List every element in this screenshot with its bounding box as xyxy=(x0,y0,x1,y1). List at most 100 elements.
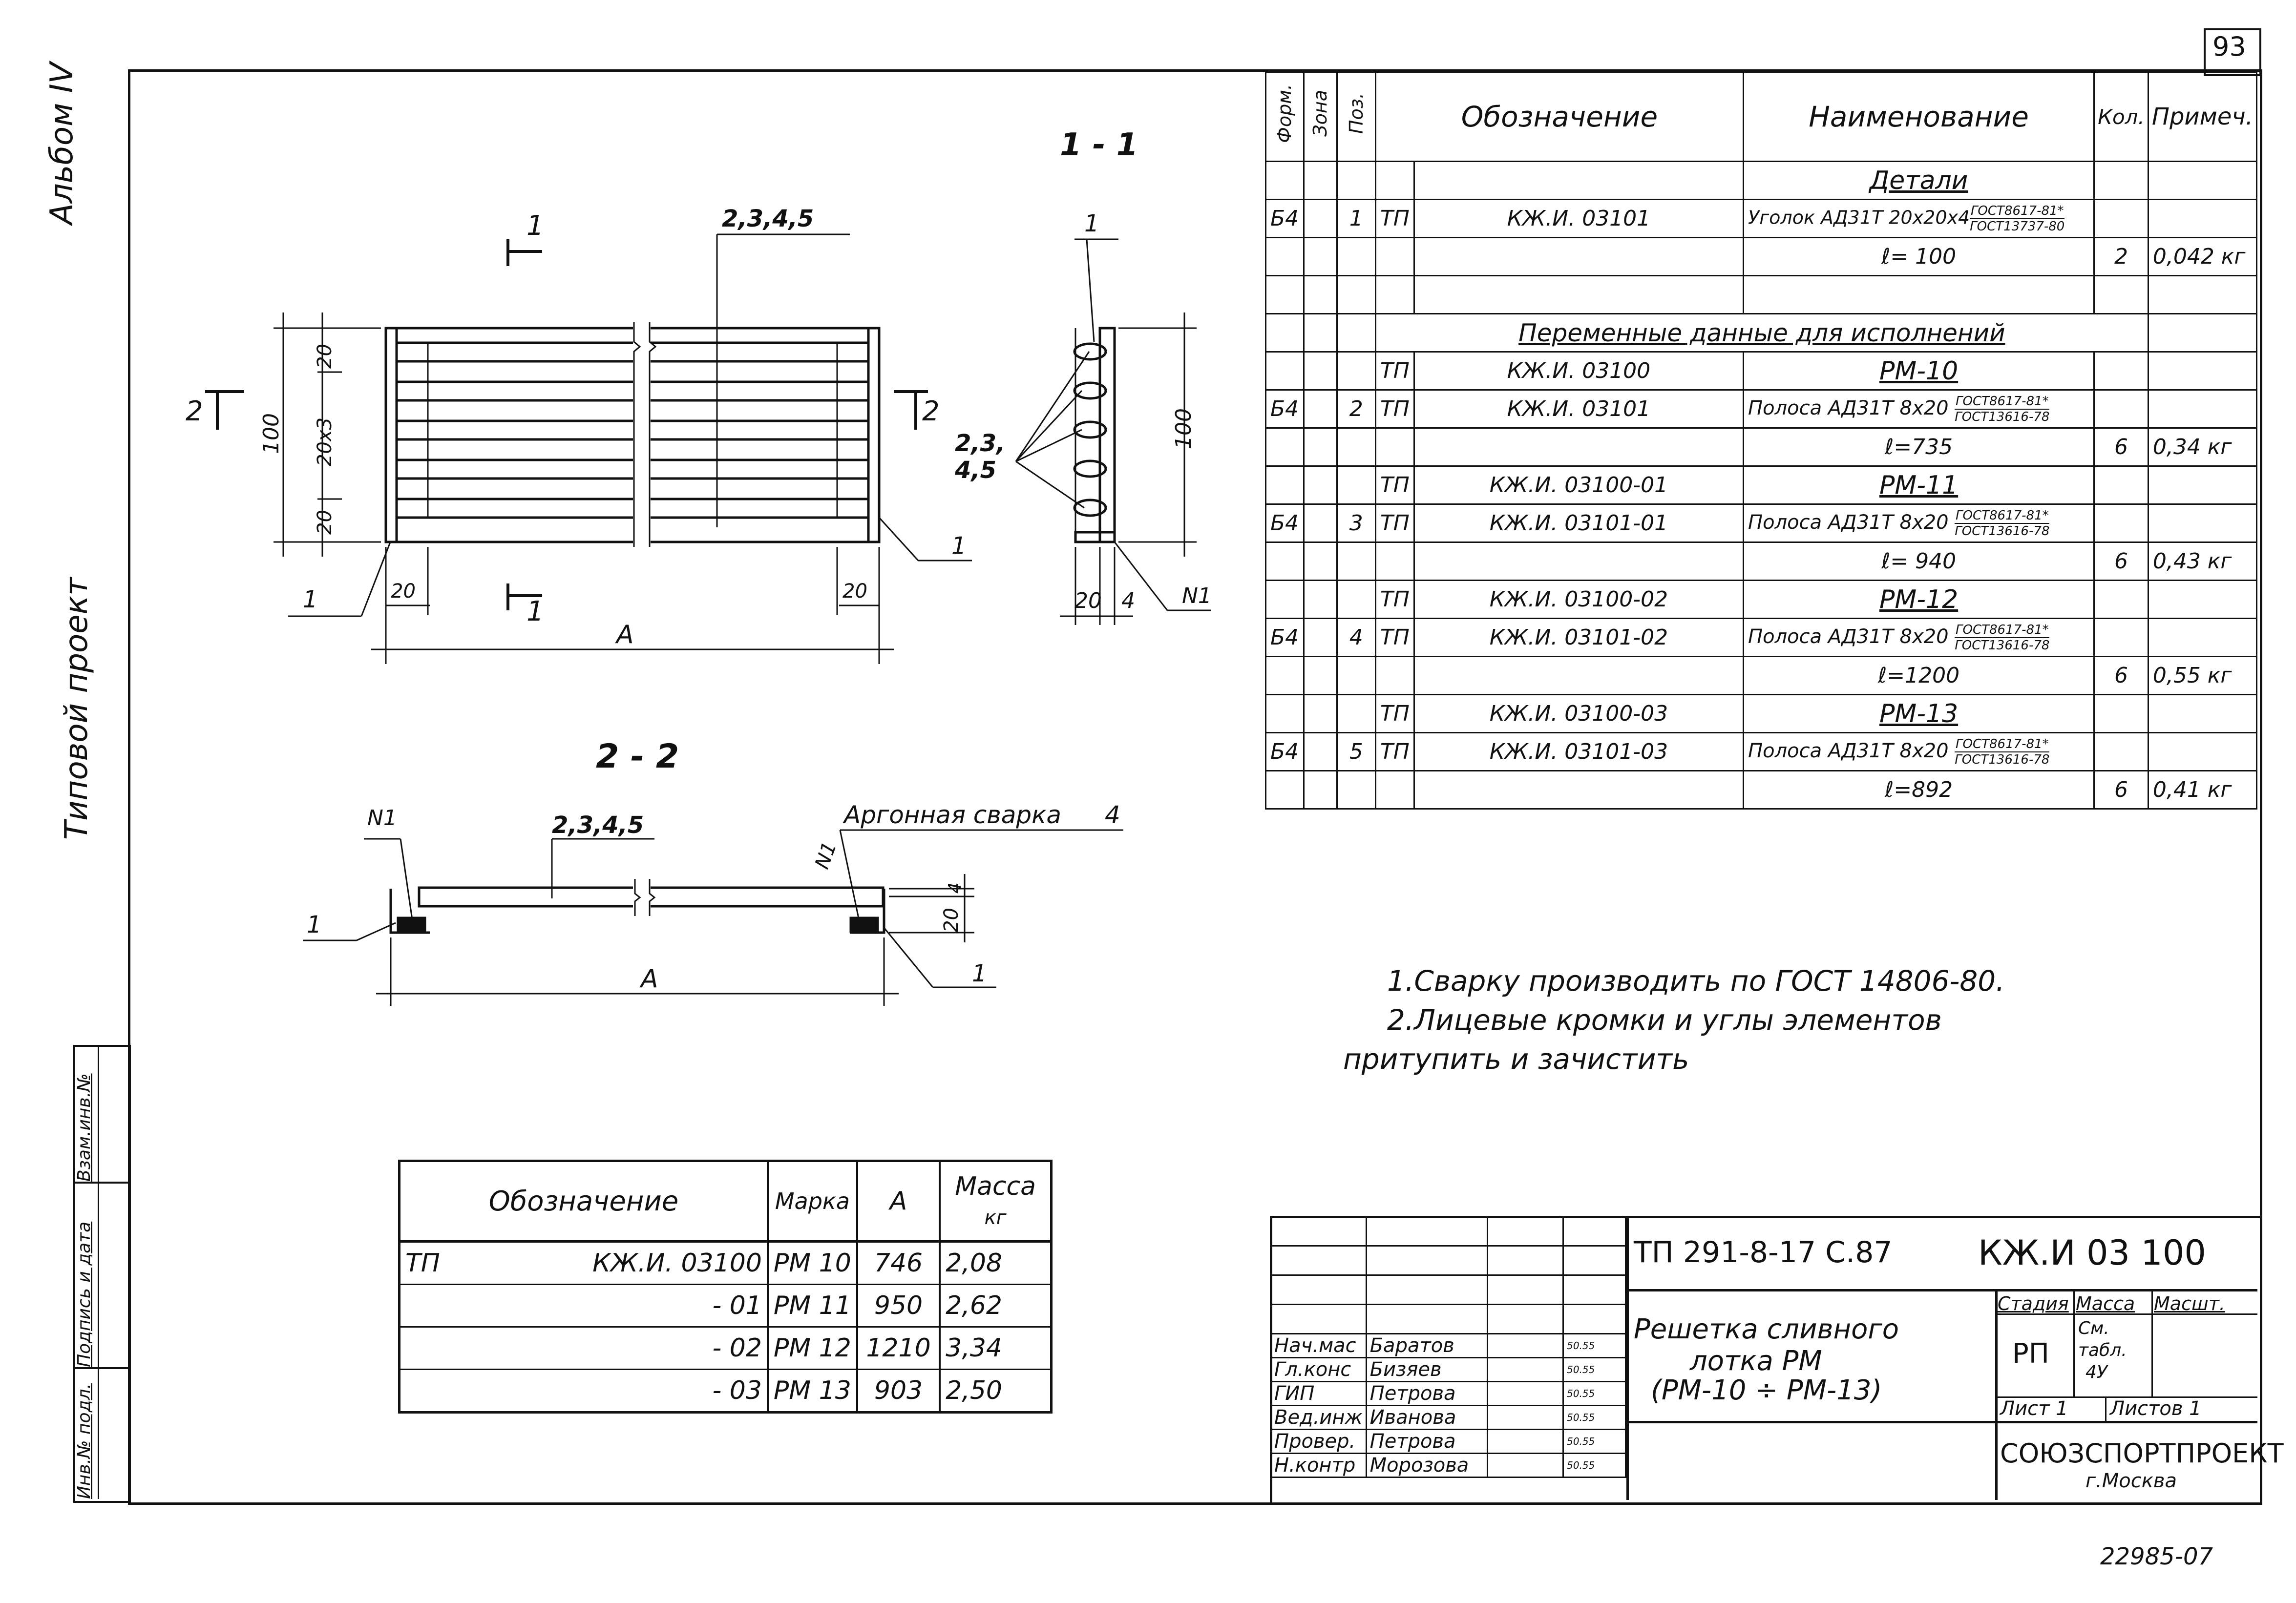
section-2-2-weld-left: N1 xyxy=(367,806,397,831)
plan-dim-100: 100 xyxy=(259,413,284,454)
spec-header-row: Форм. Зона Поз. Обозначение Наименование… xyxy=(1265,71,2258,162)
section-1-1-dim-20: 20 xyxy=(1074,588,1102,613)
plan-dim-20-bottom: 20 xyxy=(314,510,336,535)
plan-dim-20-top: 20 xyxy=(314,344,336,369)
spec-variant-rm10-header: ТП КЖ.И. 03100 РМ-10 xyxy=(1265,351,2258,391)
section-2-2-callout-group: 2,3,4,5 xyxy=(552,812,644,839)
section-1-1-callout-1: 1 xyxy=(1084,210,1099,237)
variant-header-designation: Обозначение xyxy=(399,1161,768,1243)
spec-variant-rm11-length: ℓ= 940 6 0,43 кг xyxy=(1265,541,2258,581)
spec-section-variants: Переменные данные для исполнений xyxy=(1265,313,2258,353)
title-stage-label: Стадия xyxy=(1998,1293,2069,1314)
variant-header-mark: Марка xyxy=(766,1161,857,1243)
spec-variant-rm13-part: Б4 5 ТП КЖ.И. 03101-03 Полоса АД31Т 8х20… xyxy=(1265,732,2258,771)
spec-header-pos: Поз. xyxy=(1336,71,1376,162)
archive-number: 22985-07 xyxy=(2100,1543,2213,1570)
title-name-line2: лотка РМ xyxy=(1690,1345,1822,1377)
stamp-strip xyxy=(73,1045,131,1503)
section-1-1-title: 1 - 1 xyxy=(1060,127,1138,163)
section-2-2-callout-1-left: 1 xyxy=(307,911,322,938)
variant-row-3: - 03 РМ 13 903 2,50 xyxy=(399,1369,1052,1413)
spec-row-1-length: ℓ= 100 2 0,042 кг xyxy=(1265,237,2258,276)
plan-view xyxy=(384,233,881,548)
section-2-2-weld-note: Аргонная сварка xyxy=(844,801,1061,829)
spec-empty-row xyxy=(1265,275,2258,314)
spec-variant-rm10-length: ℓ=735 6 0,34 кг xyxy=(1265,427,2258,467)
section-1-1-weld-mark: N1 xyxy=(1182,583,1212,608)
title-name-line1: Решетка сливного xyxy=(1634,1313,1899,1345)
plan-dim-20-left: 20 xyxy=(391,580,416,603)
plan-cut-mark-2-right: 2 xyxy=(922,396,940,427)
spec-variant-rm13-length: ℓ=892 6 0,41 кг xyxy=(1265,770,2258,810)
spec-variant-rm12-header: ТП КЖ.И. 03100-02 РМ-12 xyxy=(1265,580,2258,619)
note-3: притупить и зачистить xyxy=(1343,1042,1689,1076)
spec-variant-rm13-header: ТП КЖ.И. 03100-03 РМ-13 xyxy=(1265,694,2258,733)
title-mass-value-2: табл. xyxy=(2078,1340,2127,1360)
title-sheets-label: Листов 1 xyxy=(2110,1397,2202,1420)
plan-cut-mark-2-left: 2 xyxy=(186,396,203,427)
note-2: 2.Лицевые кромки и углы элементов xyxy=(1387,1003,1942,1037)
spec-variant-rm11-header: ТП КЖ.И. 03100-01 РМ-11 xyxy=(1265,465,2258,505)
drawing-frame xyxy=(128,69,2262,1505)
spec-variant-rm10-part: Б4 2 ТП КЖ.И. 03101 Полоса АД31Т 8х20 ГО… xyxy=(1265,389,2258,429)
title-city: г.Москва xyxy=(2085,1470,2177,1492)
section-2-2-dim-20: 20 xyxy=(940,908,963,933)
variant-header-a: А xyxy=(856,1161,940,1243)
title-organization: СОЮЗСПОРТПРОЕКТ xyxy=(2000,1438,2284,1469)
spec-header-name: Наименование xyxy=(1743,71,2095,162)
title-mass-value-1: См. xyxy=(2078,1318,2109,1338)
plan-dim-20-right: 20 xyxy=(843,580,867,603)
title-project-code: ТП 291-8-17 С.87 xyxy=(1634,1235,1893,1270)
spec-row-1: Б4 1 ТП КЖ.И. 03101 Уголок АД31Т 20х20х4… xyxy=(1265,199,2258,238)
title-name-line3: (РМ-10 ÷ РМ-13) xyxy=(1651,1374,1882,1406)
plan-cut-mark-1-top: 1 xyxy=(527,210,544,242)
sheet-number: 93 xyxy=(2212,31,2246,62)
variant-row-1: - 01 РМ 11 950 2,62 xyxy=(399,1284,1052,1328)
section-2-2-callout-1-right: 1 xyxy=(972,960,987,987)
spec-header-note: Примеч. xyxy=(2147,71,2258,162)
section-2-2-dim-A: A xyxy=(641,964,658,994)
spec-variant-rm12-length: ℓ=1200 6 0,55 кг xyxy=(1265,656,2258,695)
title-document-code: КЖ.И 03 100 xyxy=(1978,1233,2206,1273)
title-stage-value: РП xyxy=(2012,1338,2049,1370)
spec-header-zone: Зона xyxy=(1303,71,1338,162)
plan-callout-1-left: 1 xyxy=(303,586,318,613)
plan-callout-group: 2,3,4,5 xyxy=(722,205,814,232)
spec-header-designation: Обозначение xyxy=(1374,71,1745,162)
title-scale-label: Масшт. xyxy=(2154,1293,2225,1314)
spec-variant-rm11-part: Б4 3 ТП КЖ.И. 03101-01 Полоса АД31Т 8х20… xyxy=(1265,503,2258,543)
section-1-1-dim-100: 100 xyxy=(1171,408,1196,449)
title-mass-label: Масса xyxy=(2076,1293,2135,1314)
title-mass-value-3: 4У xyxy=(2085,1362,2107,1382)
title-sheet-label: Лист 1 xyxy=(2000,1397,2068,1420)
section-1-1-callout-group-2: 4,5 xyxy=(955,457,997,484)
section-1-1-dim-4: 4 xyxy=(1121,588,1135,613)
note-1: 1.Сварку производить по ГОСТ 14806-80. xyxy=(1387,964,2005,998)
spec-header-qty: Кол. xyxy=(2093,71,2149,162)
specification-table: Форм. Зона Поз. Обозначение Наименование… xyxy=(1265,71,2258,810)
section-2-2-dim-4: 4 xyxy=(945,882,965,894)
spec-header-format: Форм. xyxy=(1265,71,1305,162)
section-2-2-title: 2 - 2 xyxy=(596,737,679,776)
spec-section-details: Детали xyxy=(1265,161,2258,200)
plan-dim-A: A xyxy=(616,620,634,649)
plan-callout-1-right: 1 xyxy=(951,532,967,560)
section-2-2-weld-size: 4 xyxy=(1105,801,1120,829)
plan-dim-20x3: 20x3 xyxy=(314,417,336,466)
variant-row-2: - 02 РМ 12 1210 3,34 xyxy=(399,1327,1052,1370)
plan-cut-mark-1-bottom: 1 xyxy=(527,596,544,627)
section-1-1-callout-group: 2,3, xyxy=(955,430,1006,457)
spec-variant-rm12-part: Б4 4 ТП КЖ.И. 03101-02 Полоса АД31Т 8х20… xyxy=(1265,618,2258,657)
